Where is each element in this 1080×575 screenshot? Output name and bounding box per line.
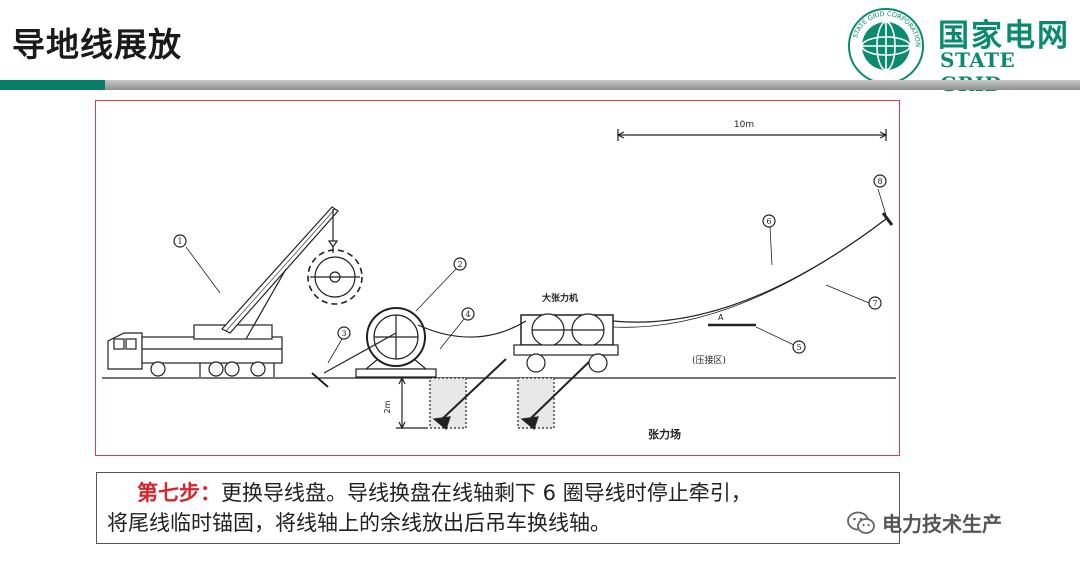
header-bar	[0, 80, 1080, 90]
callout-3: 3	[341, 329, 346, 338]
watermark-text: 电力技术生产	[882, 512, 1002, 536]
machine-label: 大张力机	[542, 292, 578, 304]
anchor-stake	[311, 332, 397, 388]
depth-dimension	[396, 376, 428, 430]
step-caption: 第七步：更换导线盘。导线换盘在线轴剩下 6 圈导线时停止牵引， 将尾线临时锚固，…	[96, 472, 900, 544]
construction-diagram: 1 2 3 4 5 6 7 8 10m 2m 大张力机 A (压接区) 张力场	[102, 120, 896, 441]
caption-text-1: 更换导线盘。导线换盘在线轴剩下 6 圈导线时停止牵引，	[221, 481, 752, 505]
conductor-6	[612, 218, 887, 323]
zone-label: (压接区)	[692, 354, 726, 366]
leader-lines	[185, 188, 887, 364]
conductor-7	[612, 218, 887, 328]
brand-name-cn: 国家电网	[938, 18, 1070, 54]
header-bar-accent	[0, 80, 105, 90]
span-dimension	[616, 129, 888, 141]
step-label: 第七步：	[137, 481, 221, 505]
callout-7: 7	[872, 299, 877, 308]
state-grid-logo: STATE GRID CORPORATION OF CHINA	[846, 6, 924, 84]
marker-label: A	[718, 313, 724, 322]
conductor-lines	[417, 212, 894, 338]
callout-5: 5	[796, 343, 801, 352]
caption-line-2: 将尾线临时锚固，将线轴上的余线放出后吊车换线轴。	[107, 511, 611, 535]
wechat-watermark: 电力技术生产	[846, 508, 1002, 537]
cable-reel-stand	[355, 307, 437, 378]
span-label: 10m	[734, 120, 754, 130]
suspended-reel	[307, 247, 363, 305]
ground-anchor-pits	[429, 358, 593, 431]
tension-machine	[513, 313, 619, 373]
wechat-icon	[847, 511, 875, 534]
callouts	[173, 174, 887, 354]
callout-8: 8	[877, 177, 882, 186]
page-title: 导地线展放	[12, 25, 182, 64]
callout-4: 4	[465, 310, 470, 319]
diagram-frame: 1 2 3 4 5 6 7 8 10m 2m 大张力机 A (压接区) 张力场	[95, 100, 900, 456]
callout-1: 1	[177, 237, 182, 246]
site-label: 张力场	[648, 427, 681, 441]
callout-2: 2	[457, 260, 462, 269]
callout-6: 6	[766, 217, 771, 226]
caption-line-1: 第七步：更换导线盘。导线换盘在线轴剩下 6 圈导线时停止牵引，	[137, 478, 887, 508]
crane-truck	[107, 206, 339, 377]
depth-label: 2m	[383, 400, 392, 413]
